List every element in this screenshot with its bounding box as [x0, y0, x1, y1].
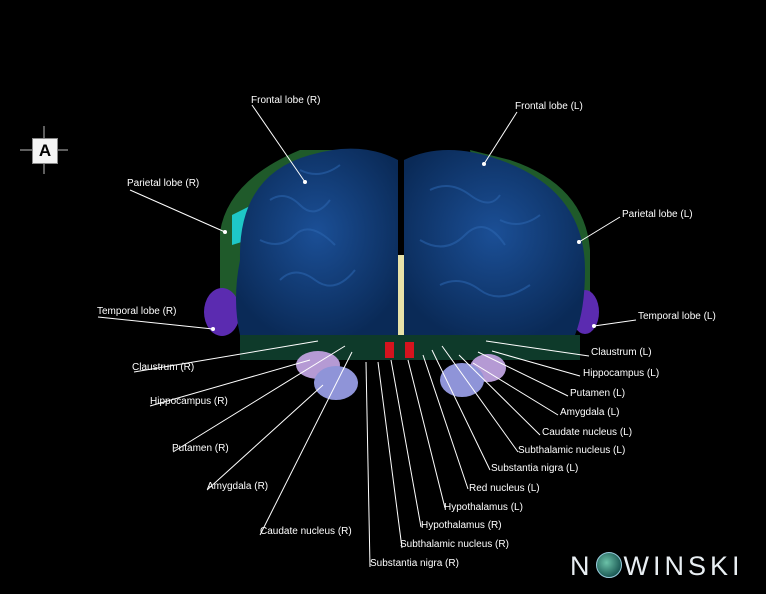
label-parietal-lobe-l: Parietal lobe (L): [622, 209, 693, 220]
label-hypothalamus-r: Hypothalamus (R): [421, 520, 502, 531]
watermark-logo: N WINSKI: [570, 551, 744, 582]
orientation-letter: A: [32, 138, 58, 164]
gyri-texture: [259, 164, 541, 298]
label-frontal-lobe-l: Frontal lobe (L): [515, 101, 583, 112]
label-caudate-nucleus-r: Caudate nucleus (R): [260, 526, 352, 537]
label-putamen-l: Putamen (L): [570, 388, 626, 399]
frontal-lobe-r: [236, 148, 398, 335]
label-putamen-r: Putamen (R): [172, 443, 229, 454]
red-nucleus-l: [405, 342, 414, 358]
label-claustrum-l: Claustrum (L): [591, 347, 652, 358]
leader-dots: [211, 162, 596, 331]
label-hypothalamus-l: Hypothalamus (L): [444, 502, 523, 513]
label-claustrum-r: Claustrum (R): [132, 362, 195, 373]
label-caudate-nucleus-l: Caudate nucleus (L): [542, 427, 633, 438]
label-amygdala-l: Amygdala (L): [560, 407, 620, 418]
leader-lines: [97, 104, 637, 568]
red-nucleus-r: [385, 342, 394, 358]
label-hippocampus-l: Hippocampus (L): [583, 368, 660, 379]
frontal-lobe-l: [404, 150, 585, 335]
orientation-cube[interactable]: A: [18, 124, 70, 176]
label-subthalamic-nucleus-r: Subthalamic nucleus (R): [400, 539, 509, 550]
label-amygdala-r: Amygdala (R): [207, 481, 269, 492]
label-substantia-nigra-r: Substantia nigra (R): [370, 558, 459, 569]
watermark-text-pre: N: [570, 551, 594, 581]
label-subthalamic-nucleus-l: Subthalamic nucleus (L): [518, 445, 626, 456]
label-red-nucleus-l: Red nucleus (L): [469, 483, 540, 494]
watermark-text-post: WINSKI: [623, 551, 744, 581]
label-parietal-lobe-r: Parietal lobe (R): [127, 178, 200, 189]
label-temporal-lobe-l: Temporal lobe (L): [638, 311, 716, 322]
label-temporal-lobe-r: Temporal lobe (R): [97, 306, 177, 317]
label-frontal-lobe-r: Frontal lobe (R): [251, 95, 321, 106]
label-substantia-nigra-l: Substantia nigra (L): [491, 463, 579, 474]
midline: [398, 255, 404, 335]
label-hippocampus-r: Hippocampus (R): [150, 396, 228, 407]
temporal-lobe-r: [204, 288, 240, 336]
globe-logo-icon: [595, 552, 622, 578]
